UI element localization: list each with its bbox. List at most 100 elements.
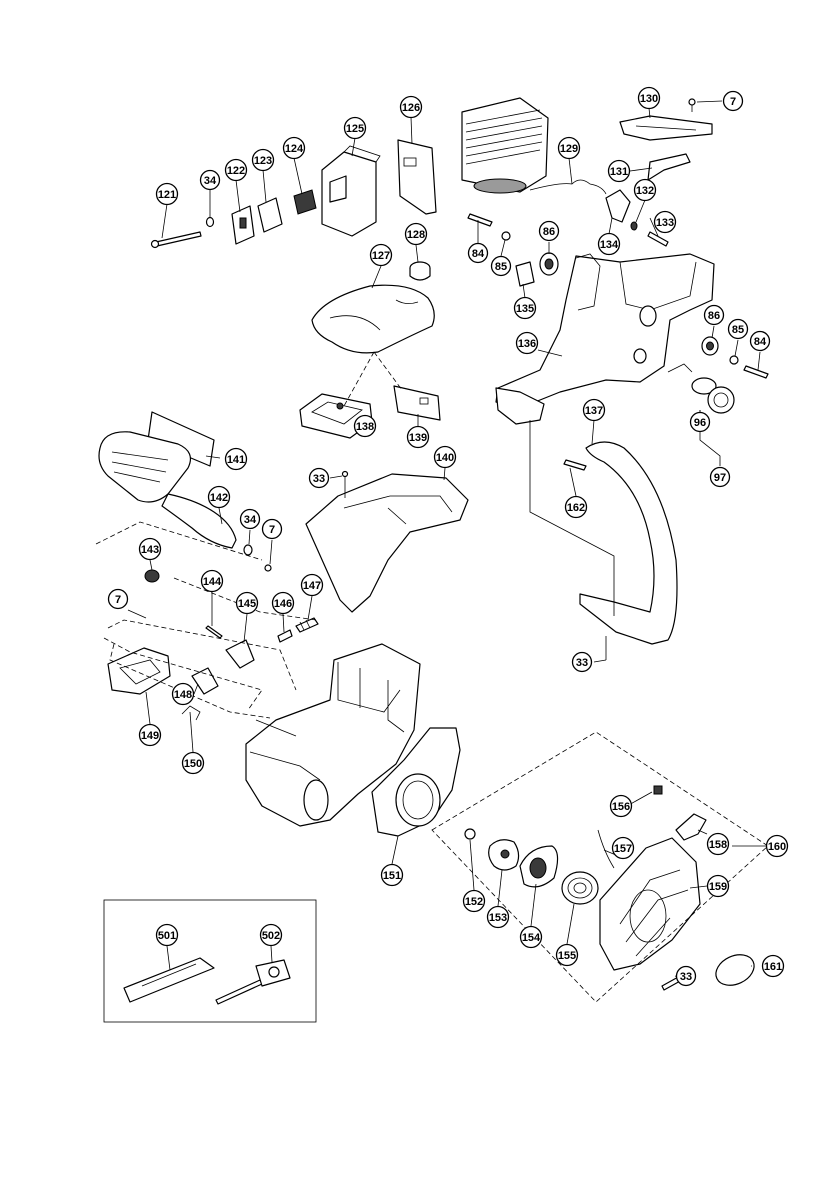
callout-label: 134 <box>600 239 619 251</box>
callout-label: 131 <box>610 166 628 178</box>
callout-156: 156 <box>611 796 632 817</box>
callout-label: 145 <box>238 598 256 610</box>
callout-label: 159 <box>709 881 727 893</box>
callout-label: 123 <box>254 155 272 167</box>
callout-label: 122 <box>227 165 245 177</box>
callout-131: 131 <box>609 161 630 182</box>
callout-124: 124 <box>284 138 305 159</box>
parts-artwork <box>99 98 768 1004</box>
throttle-lock <box>606 190 630 222</box>
callout-158: 158 <box>708 834 729 855</box>
front-handle-bar <box>580 442 677 644</box>
callout-label: 7 <box>269 524 275 536</box>
callout-label: 502 <box>262 930 280 942</box>
washer-34-top <box>207 218 214 227</box>
callout-133: 133 <box>655 212 676 233</box>
callout-label: 137 <box>585 405 603 417</box>
callout-129: 129 <box>559 138 580 159</box>
callout-label: 85 <box>732 324 744 336</box>
callout-97: 97 <box>711 468 730 487</box>
starter-handle-158 <box>676 814 706 840</box>
callout-121: 121 <box>157 184 178 205</box>
callout-139: 139 <box>408 427 429 448</box>
callout-85b: 85 <box>729 320 748 339</box>
callout-155: 155 <box>557 945 578 966</box>
callout-label: 153 <box>489 912 507 924</box>
callout-label: 141 <box>227 454 245 466</box>
callout-label: 84 <box>472 248 485 260</box>
starter-assembly <box>465 786 706 990</box>
part-156 <box>654 786 662 794</box>
callout-157: 157 <box>613 838 634 859</box>
callout-125: 125 <box>345 118 366 139</box>
callout-label: 85 <box>495 261 507 273</box>
callout-label: 33 <box>680 971 692 983</box>
callout-126: 126 <box>401 97 422 118</box>
callout-label: 127 <box>372 250 390 262</box>
callout-144: 144 <box>202 571 223 592</box>
mount-bolt-84-right <box>744 366 768 378</box>
callout-label: 136 <box>518 338 536 350</box>
brake-plate <box>108 648 170 694</box>
callout-160: 160 <box>767 836 788 857</box>
callout-label: 97 <box>714 472 726 484</box>
callout-148: 148 <box>173 684 194 705</box>
callout-label: 148 <box>174 689 192 701</box>
callout-162: 162 <box>566 497 587 518</box>
callout-501: 501 <box>157 925 178 946</box>
callout-7c: 7 <box>109 590 128 609</box>
callout-label: 139 <box>409 432 427 444</box>
callout-84a: 84 <box>469 244 488 263</box>
callout-34b: 34 <box>241 510 260 529</box>
callout-130: 130 <box>639 88 660 109</box>
callout-33a: 33 <box>310 469 329 488</box>
callout-85a: 85 <box>492 257 511 276</box>
callout-label: 33 <box>576 657 588 669</box>
callout-147: 147 <box>302 575 323 596</box>
callout-label: 501 <box>158 930 176 942</box>
callout-34a: 34 <box>201 171 220 190</box>
callout-label: 144 <box>203 576 222 588</box>
callout-145: 145 <box>237 593 258 614</box>
starter-rope-157 <box>598 830 614 868</box>
callout-86a: 86 <box>540 222 559 241</box>
recoil-spring-155 <box>562 872 598 904</box>
callout-label: 150 <box>184 758 202 770</box>
callout-502: 502 <box>261 925 282 946</box>
callout-label: 84 <box>754 336 767 348</box>
callout-label: 143 <box>141 544 159 556</box>
callout-135: 135 <box>515 298 536 319</box>
mount-bolt-84-left <box>468 214 492 226</box>
callout-label: 86 <box>543 226 555 238</box>
filter-bracket <box>394 386 440 420</box>
callout-152: 152 <box>464 891 485 912</box>
callout-label: 128 <box>407 229 425 241</box>
starter-case-159 <box>600 838 700 970</box>
callout-137: 137 <box>584 400 605 421</box>
callout-151: 151 <box>382 865 403 886</box>
callout-label: 151 <box>383 870 401 882</box>
callout-122: 122 <box>226 160 247 181</box>
callout-134: 134 <box>599 234 620 255</box>
side-housing <box>306 474 468 612</box>
throttle-lever <box>648 154 690 180</box>
heat-shield-plate <box>398 140 436 214</box>
callout-128: 128 <box>406 224 427 245</box>
callout-label: 33 <box>313 473 325 485</box>
callout-146: 146 <box>273 593 294 614</box>
callout-161: 161 <box>763 956 784 977</box>
callout-label: 121 <box>158 189 176 201</box>
muffler-gasket-123 <box>258 198 282 232</box>
cover-knob <box>410 262 430 280</box>
callout-label: 34 <box>244 514 257 526</box>
callout-label: 96 <box>694 417 706 429</box>
callout-140: 140 <box>435 447 456 468</box>
callout-label: 124 <box>285 143 304 155</box>
callout-127: 127 <box>371 245 392 266</box>
callout-label: 125 <box>346 123 364 135</box>
callout-33c: 33 <box>677 967 696 986</box>
callout-label: 126 <box>402 102 420 114</box>
muffler <box>322 146 380 236</box>
gasket-161 <box>711 949 759 991</box>
